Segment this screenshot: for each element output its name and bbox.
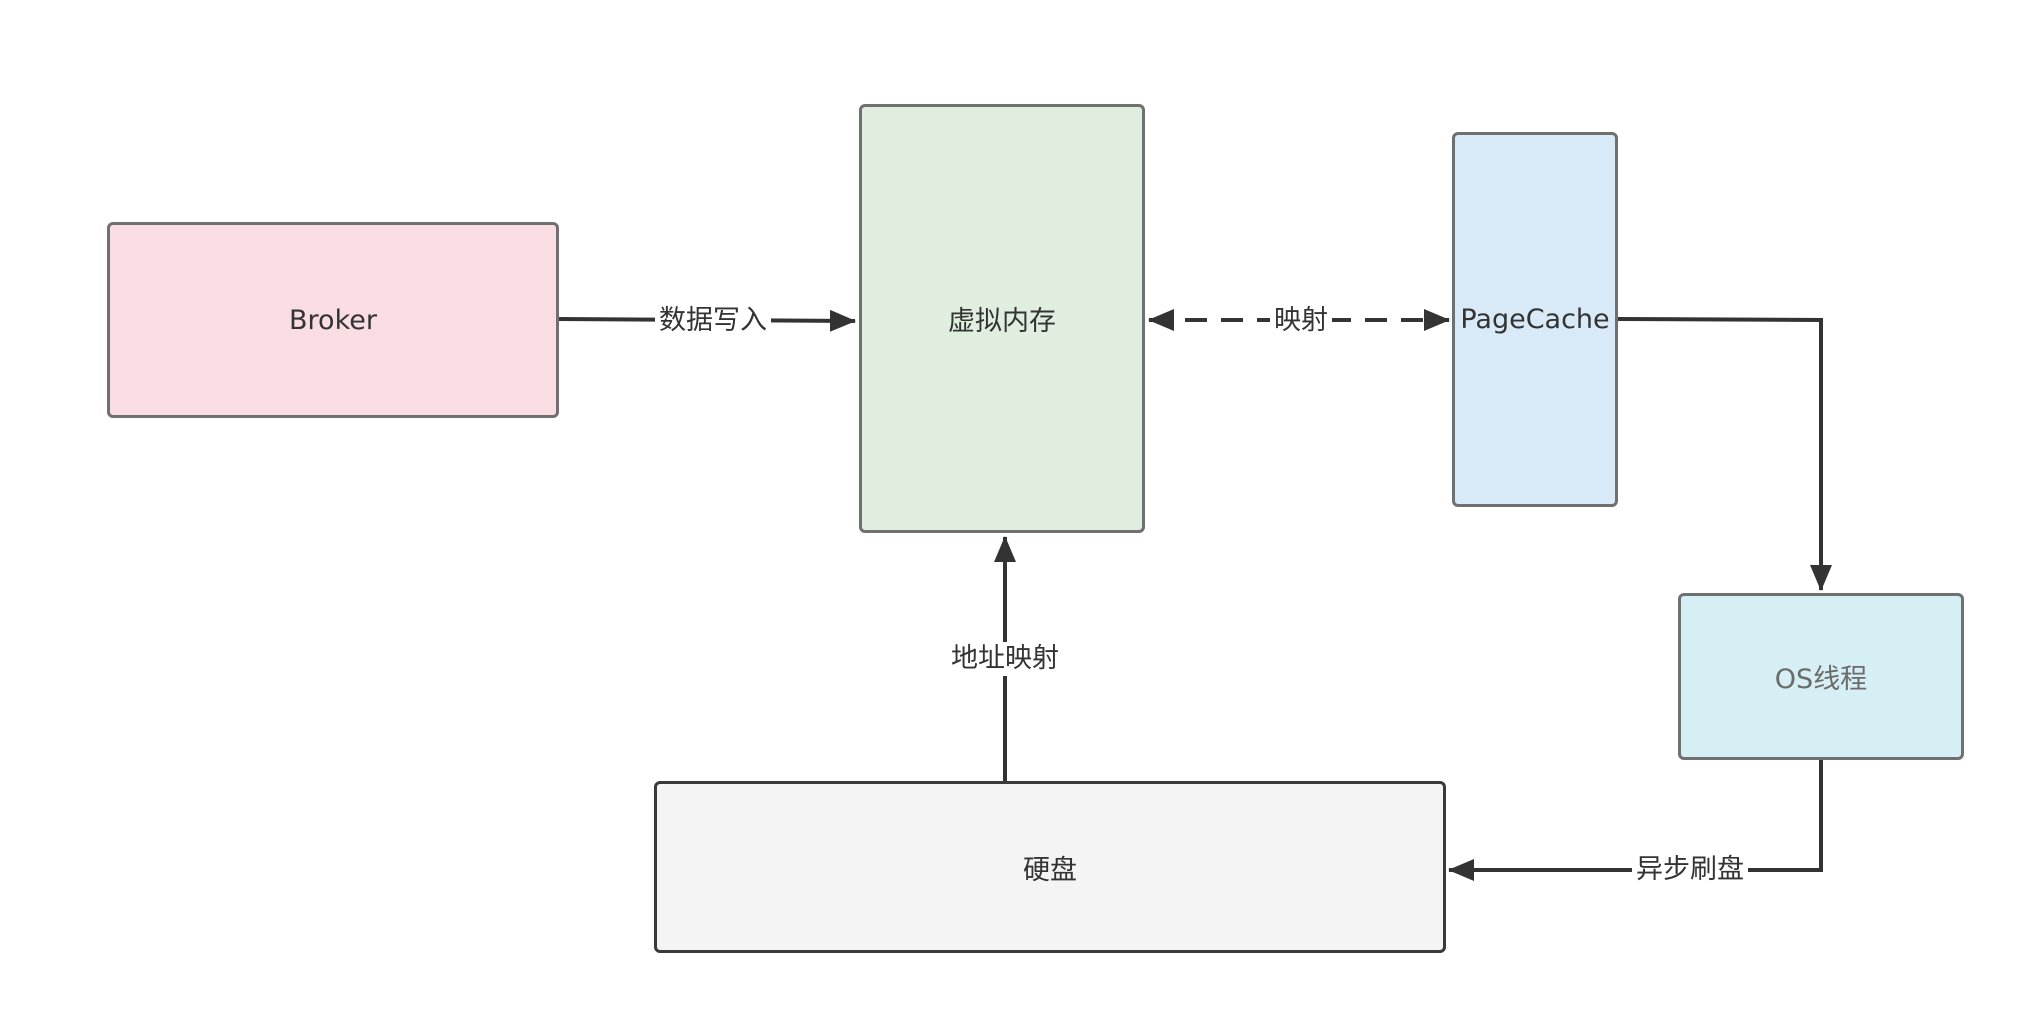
disk-label: 硬盘 [1023, 854, 1077, 886]
edge-label-address-mapping: 地址映射 [947, 642, 1063, 676]
edge-label-async-flush: 异步刷盘 [1632, 853, 1748, 887]
broker-label: Broker [289, 304, 377, 336]
broker-node: Broker [107, 222, 559, 418]
page-cache-node: PageCache [1452, 132, 1618, 507]
disk-node: 硬盘 [654, 781, 1446, 953]
edge-pagecache-to-os [1617, 317, 1832, 591]
virtual-memory-node: 虚拟内存 [859, 104, 1145, 533]
os-thread-label: OS线程 [1774, 664, 1868, 695]
edge-label-mapping: 映射 [1270, 304, 1332, 338]
os-thread-node: OS线程 [1678, 593, 1964, 760]
edge-os-to-disk [1448, 760, 1823, 881]
edge-label-data-write: 数据写入 [655, 304, 771, 338]
page-cache-label: PageCache [1460, 304, 1610, 335]
virtual-memory-label: 虚拟内存 [948, 306, 1056, 337]
